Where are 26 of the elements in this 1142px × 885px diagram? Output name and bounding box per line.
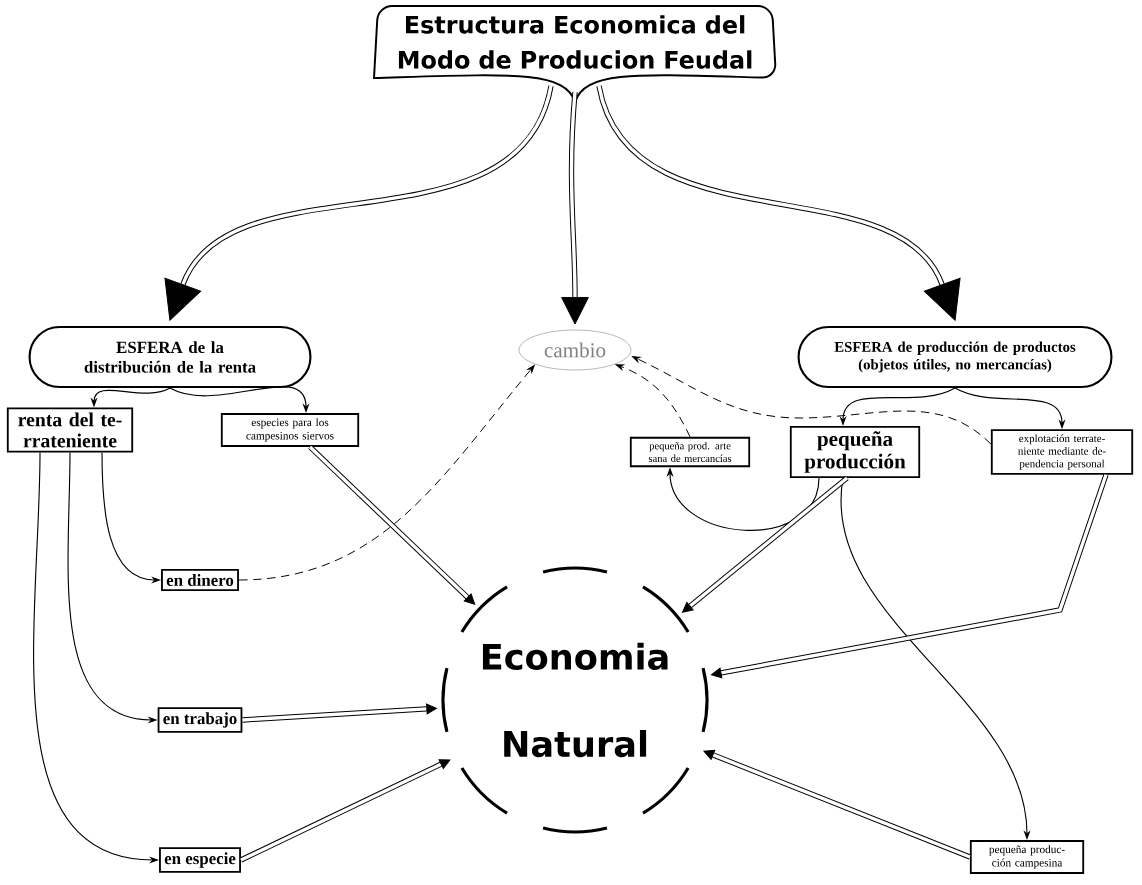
text-box: explotación terrate- niente mediante de- pendencia personal (990, 429, 1134, 475)
dashed-arrow (238, 364, 535, 581)
text-box: en trabajo (157, 707, 243, 733)
banner-box: Estructura Economica del Modo de Producion Feudal (373, 5, 777, 103)
text-box: renta del te- rrateniente (6, 407, 134, 453)
double-arrow (596, 85, 961, 321)
double-arrow (682, 475, 849, 613)
circle-of-arcs: Economia Natural (441, 566, 709, 834)
double-arrow (561, 91, 589, 325)
text-box: en dinero (161, 568, 239, 592)
rounded-box: ESFERA de producción de productos (objetos útiles, no mercancías) (797, 325, 1113, 389)
dashed-arrow (632, 356, 992, 445)
text-box: pequeña prod. arte sana de mercancías (629, 436, 751, 468)
double-arrow (308, 445, 476, 605)
text-box: pequeña producción (789, 426, 921, 478)
rounded-box: ESFERA de la distribución de la renta (28, 325, 312, 389)
dashed-arrow (615, 364, 691, 438)
double-arrow (164, 85, 554, 321)
double-arrow (242, 703, 437, 723)
text-box: pequeña produc- ción campesina (969, 840, 1085, 874)
text-box: en especie (159, 847, 241, 873)
double-arrow (703, 749, 971, 860)
double-arrow (710, 473, 1109, 679)
oval: cambio (518, 329, 632, 371)
text-box: especies para los campesinos siervos (220, 413, 360, 447)
double-arrow (239, 759, 451, 863)
